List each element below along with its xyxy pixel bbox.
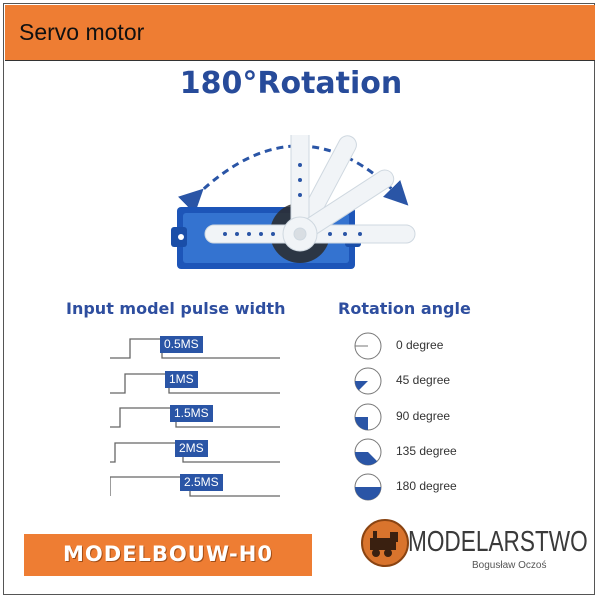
pulse-label: 1MS bbox=[165, 371, 198, 388]
pulse-wave-icon bbox=[110, 442, 280, 463]
servo-horn-icon bbox=[204, 135, 416, 252]
pulse-row: 2MS bbox=[110, 440, 280, 464]
pulse-label: 2.5MS bbox=[180, 474, 223, 491]
page-title: Servo motor bbox=[19, 19, 145, 45]
angle-pie-icon bbox=[354, 438, 382, 466]
angle-label: 0 degree bbox=[396, 338, 444, 352]
brand-text: MODELBOUW-H0 bbox=[63, 542, 273, 566]
pulse-wave-icon bbox=[110, 407, 280, 428]
servo-illustration bbox=[171, 135, 416, 269]
angle-label: 180 degree bbox=[396, 479, 457, 493]
header-bar: Servo motor bbox=[5, 5, 595, 61]
angle-pie-icon bbox=[354, 403, 382, 431]
logo-name: MODELARSTWO bbox=[408, 526, 588, 558]
angle-pie-icon bbox=[354, 367, 382, 395]
angle-pie-icon bbox=[354, 332, 382, 360]
page-frame bbox=[3, 3, 595, 595]
pulse-wave-icon bbox=[110, 373, 280, 394]
pulse-wave-icon bbox=[110, 338, 280, 359]
angle-label: 45 degree bbox=[396, 373, 451, 387]
brand-banner: MODELBOUW-H0 bbox=[24, 534, 312, 576]
pulse-label: 2MS bbox=[175, 440, 208, 457]
angle-label: 90 degree bbox=[396, 409, 451, 423]
pulse-row: 2.5MS bbox=[110, 474, 280, 498]
pulse-label: 0.5MS bbox=[160, 336, 203, 353]
angle-section-title: Rotation angle bbox=[338, 299, 471, 318]
pulse-label: 1.5MS bbox=[170, 405, 213, 422]
pulse-row: 1.5MS bbox=[110, 405, 280, 429]
logo-subtitle: Bogusław Oczoś bbox=[472, 560, 547, 571]
pulse-row: 1MS bbox=[110, 371, 280, 395]
angle-label: 135 degree bbox=[396, 444, 457, 458]
angle-pie-icon bbox=[354, 473, 382, 501]
pulse-section-title: Input model pulse width bbox=[66, 299, 286, 318]
pulse-row: 0.5MS bbox=[110, 336, 280, 360]
rotation-title: 180°Rotation bbox=[179, 66, 403, 101]
locomotive-logo-icon bbox=[361, 519, 409, 567]
